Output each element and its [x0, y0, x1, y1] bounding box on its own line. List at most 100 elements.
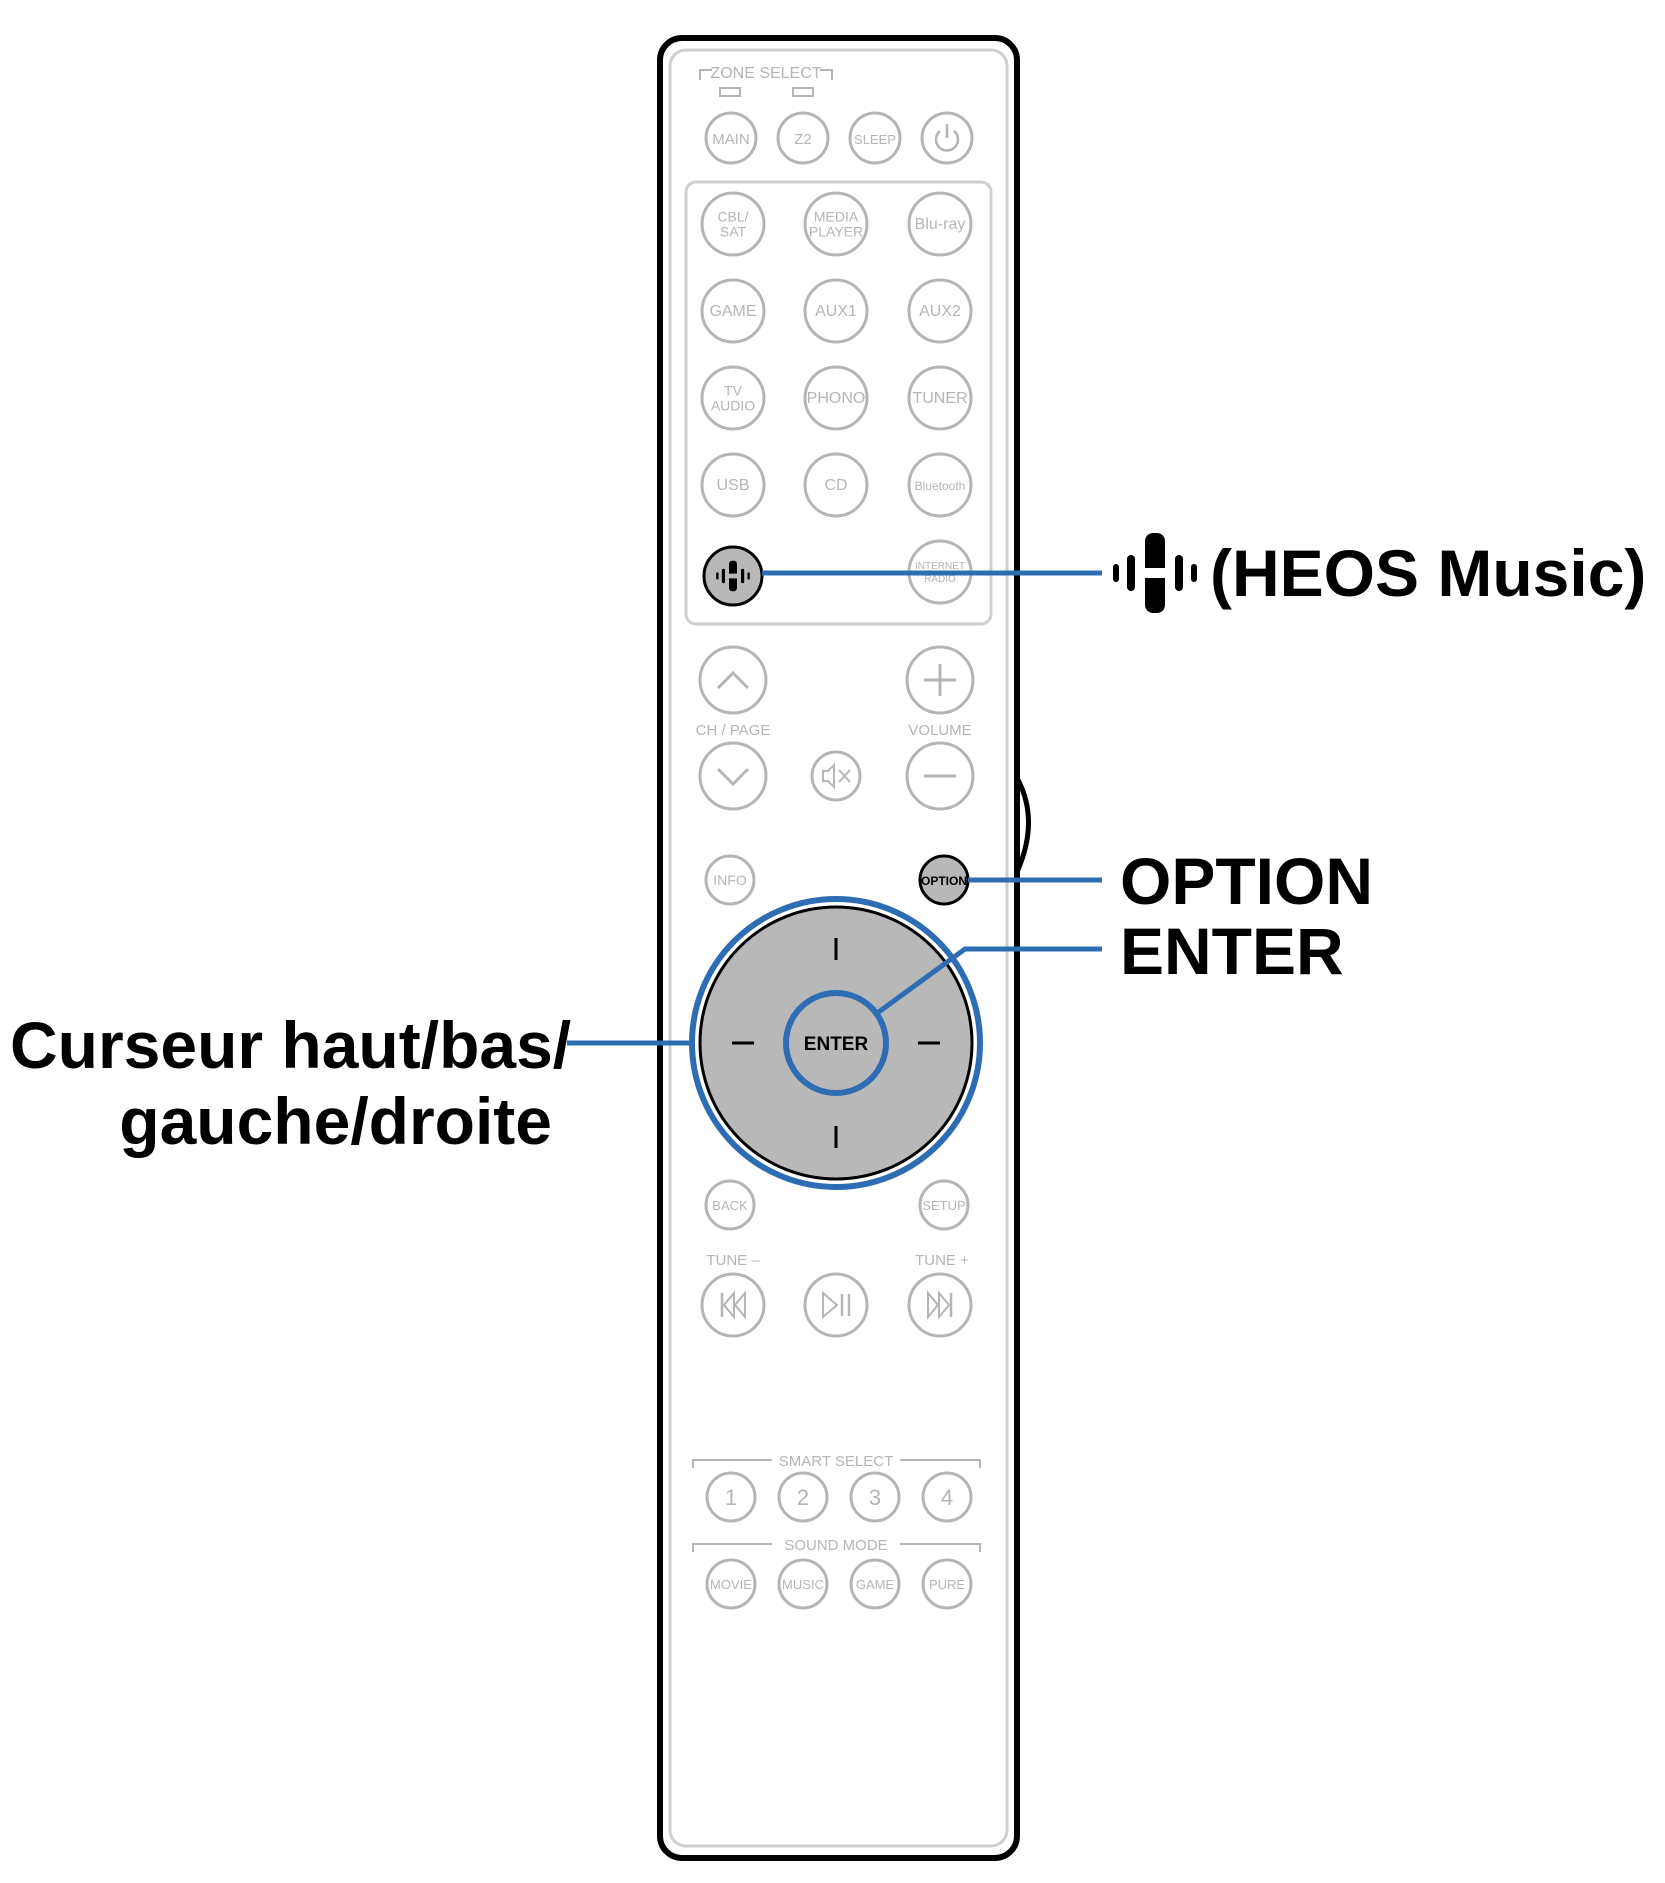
source-button-label: AUX2	[919, 303, 961, 320]
ch-page-up-button[interactable]	[698, 645, 768, 715]
enter-callout-line	[874, 946, 1102, 1017]
sound-mode-button-label: GAME	[856, 1577, 895, 1592]
svg-text:Z2: Z2	[794, 131, 812, 148]
source-button-tuner[interactable]: TUNER	[907, 365, 973, 431]
chevron-up-icon	[716, 670, 750, 690]
smart-select-button-label: 2	[797, 1485, 809, 1510]
info-button[interactable]: INFO	[704, 854, 756, 906]
source-button-label: CD	[824, 477, 847, 494]
ch-page-label: CH / PAGE	[696, 722, 771, 739]
source-button-label: Bluetooth	[915, 479, 966, 493]
heos-icon	[716, 560, 750, 592]
source-button-label: AUDIO	[711, 398, 755, 414]
source-button-label: PLAYER	[809, 224, 863, 240]
source-button-aux1[interactable]: AUX1	[803, 278, 869, 344]
ch-page-down-button[interactable]	[698, 741, 768, 811]
svg-text:SMART SELECT: SMART SELECT	[779, 1453, 893, 1470]
volume-up-button[interactable]	[905, 645, 975, 715]
enter-callout: ENTER	[1120, 914, 1344, 988]
chevron-down-icon	[716, 767, 750, 787]
back-button[interactable]: BACK	[704, 1179, 756, 1231]
sleep-button[interactable]: SLEEP	[848, 111, 902, 165]
svg-text:INFO: INFO	[713, 872, 747, 888]
tune-minus-label: TUNE –	[706, 1252, 760, 1269]
previous-track-button[interactable]	[700, 1272, 766, 1338]
source-button-label: CBL/	[717, 209, 748, 225]
volume-down-button[interactable]	[905, 741, 975, 811]
cursor-callout-line-1: Curseur haut/bas/	[10, 1008, 572, 1082]
source-button-label: TV	[724, 383, 743, 399]
smart-select-button-4[interactable]: 4	[921, 1471, 973, 1523]
sound-mode-header: SOUND MODE	[692, 1537, 981, 1554]
source-button-label: INTERNET	[915, 561, 965, 572]
source-button-game[interactable]: GAME	[700, 278, 766, 344]
mute-button[interactable]	[810, 750, 862, 802]
source-button-phono[interactable]: PHONO	[803, 365, 869, 431]
smart-select-button-3[interactable]: 3	[849, 1471, 901, 1523]
sound-mode-button-game[interactable]: GAME	[849, 1558, 901, 1610]
source-button-label: AUX1	[815, 303, 857, 320]
source-button-cbl-sat[interactable]: CBL/SAT	[700, 191, 766, 257]
cursor-callout-line-2: gauche/droite	[119, 1084, 552, 1158]
sound-mode-button-music[interactable]: MUSIC	[777, 1558, 829, 1610]
smart-select-button-label: 4	[941, 1485, 953, 1510]
z2-button[interactable]: Z2	[776, 111, 830, 165]
sound-mode-button-label: MUSIC	[782, 1577, 824, 1592]
svg-text:SOUND MODE: SOUND MODE	[784, 1537, 887, 1554]
main-button[interactable]: MAIN	[704, 111, 758, 165]
setup-button[interactable]: SETUP	[918, 1179, 970, 1231]
option-callout: OPTION	[1120, 844, 1374, 918]
plus-icon	[924, 664, 956, 696]
enter-button[interactable]: ENTER	[783, 990, 889, 1096]
source-button-label: TUNER	[912, 390, 967, 407]
remote-side-bulge	[1014, 776, 1031, 874]
svg-text:MAIN: MAIN	[712, 131, 750, 148]
svg-text:BACK: BACK	[712, 1198, 748, 1213]
source-panel	[684, 180, 993, 626]
option-button[interactable]: OPTION	[918, 854, 970, 906]
source-button-label: SAT	[720, 224, 747, 240]
source-button-label: USB	[717, 477, 750, 494]
sound-mode-button-pure[interactable]: PURE	[921, 1558, 973, 1610]
source-button-label: MEDIA	[814, 209, 859, 225]
power-icon	[934, 124, 960, 152]
svg-text:OPTION: OPTION	[921, 874, 967, 888]
zone-select-label: ZONE SELECT	[710, 65, 821, 82]
play-pause-icon	[822, 1290, 851, 1320]
source-button-cd[interactable]: CD	[803, 452, 869, 518]
sound-mode-button-label: PURE	[929, 1577, 965, 1592]
source-button-label: RADIO	[924, 574, 956, 585]
source-button-label: GAME	[709, 303, 756, 320]
skip-back-icon	[720, 1290, 746, 1320]
smart-select-button-2[interactable]: 2	[777, 1471, 829, 1523]
source-button-usb[interactable]: USB	[700, 452, 766, 518]
sound-mode-button-movie[interactable]: MOVIE	[705, 1558, 757, 1610]
heos-callout-icon	[1113, 533, 1197, 613]
smart-select-header: SMART SELECT	[692, 1453, 981, 1470]
power-button[interactable]	[920, 111, 974, 165]
smart-select-button-1[interactable]: 1	[705, 1471, 757, 1523]
source-button-label: PHONO	[807, 390, 866, 407]
source-button-label: Blu-ray	[915, 216, 966, 233]
zone-led-z2	[792, 87, 814, 97]
sound-mode-buttons: MOVIE MUSIC GAME PURE	[705, 1558, 973, 1610]
source-button-aux2[interactable]: AUX2	[907, 278, 973, 344]
smart-select-button-label: 3	[869, 1485, 881, 1510]
zone-led-main	[719, 87, 741, 97]
smart-select-button-label: 1	[725, 1485, 737, 1510]
source-button-blu-ray[interactable]: Blu-ray	[907, 191, 973, 257]
tune-plus-label: TUNE +	[915, 1252, 969, 1269]
smart-select-buttons: 1 2 3 4	[705, 1471, 973, 1523]
heos-music-button[interactable]	[702, 545, 764, 607]
source-button-bluetooth[interactable]: Bluetooth	[907, 452, 973, 518]
mute-icon	[822, 762, 851, 790]
zone-select-header: ZONE SELECT	[699, 65, 833, 97]
next-track-button[interactable]	[907, 1272, 973, 1338]
heos-music-callout: (HEOS Music)	[1210, 536, 1647, 610]
svg-text:SLEEP: SLEEP	[854, 132, 896, 147]
play-pause-button[interactable]	[803, 1272, 869, 1338]
